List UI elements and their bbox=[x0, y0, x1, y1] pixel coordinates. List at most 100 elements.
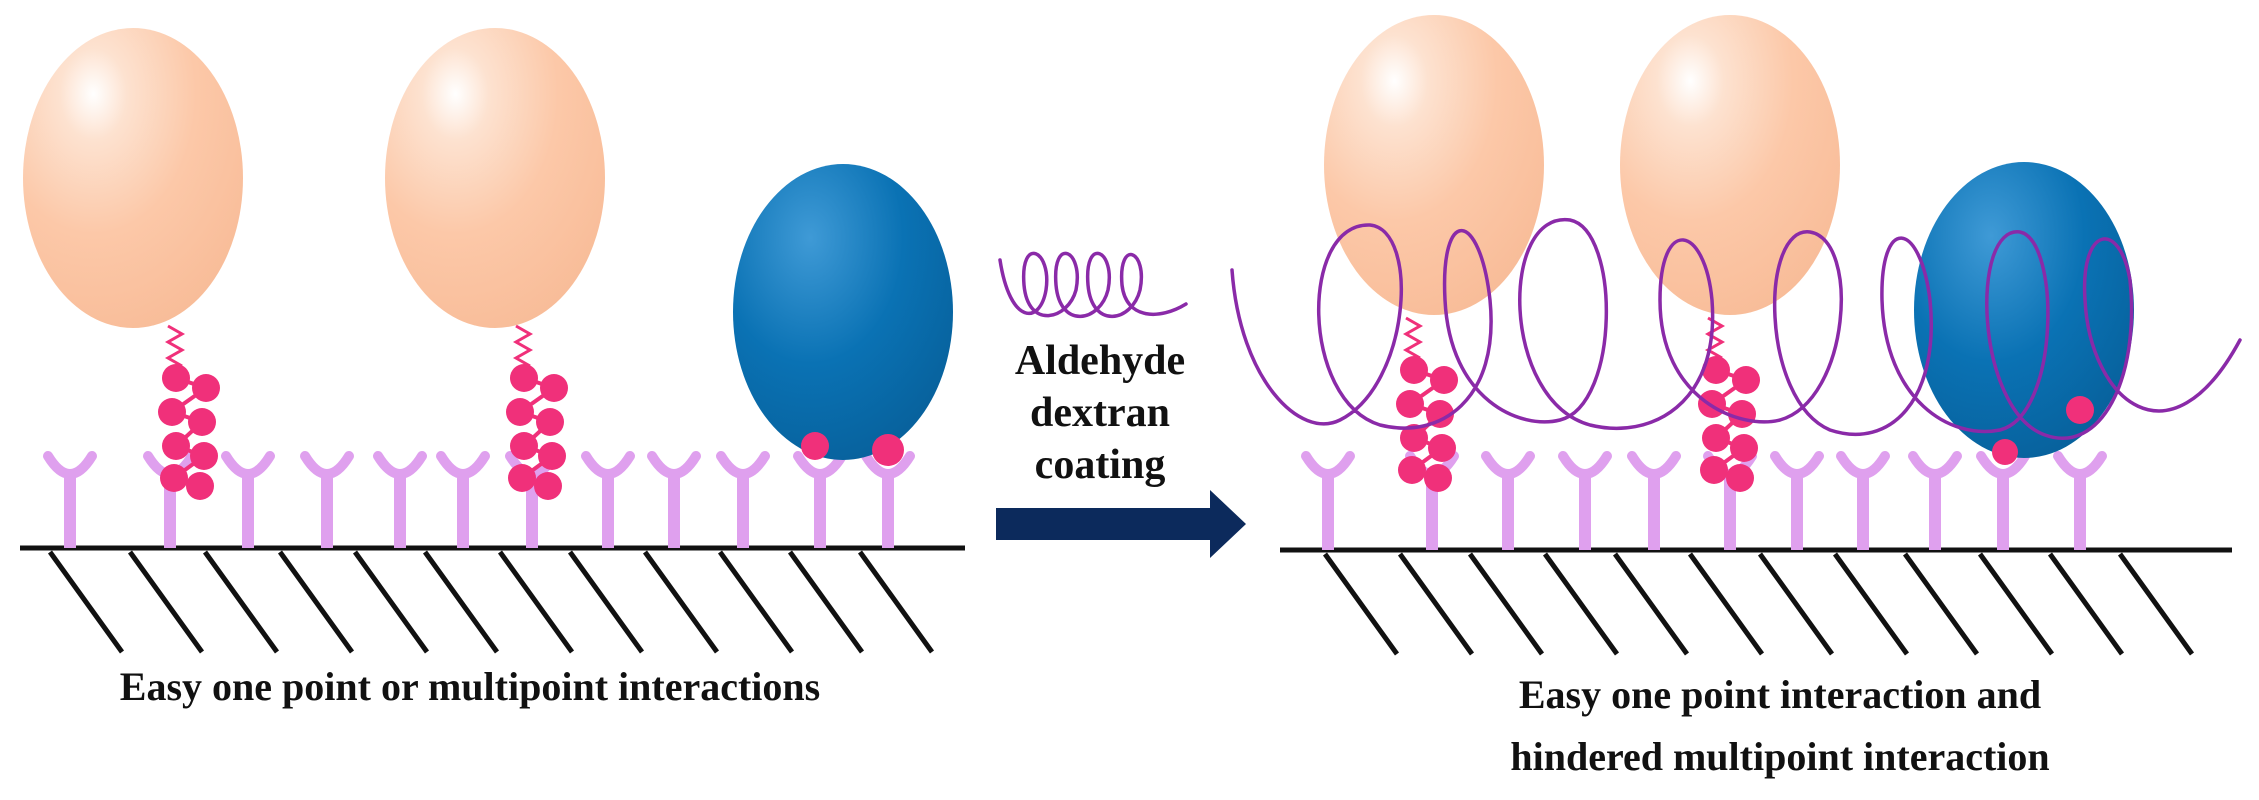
ligand-bead bbox=[1732, 366, 1760, 394]
receptor-y-shape-icon bbox=[1836, 451, 1890, 550]
receptor-y-shape-icon bbox=[647, 451, 701, 548]
surface-hatch-1 bbox=[1322, 552, 1400, 656]
surface-hatch-12 bbox=[857, 550, 935, 654]
surface-hatch-2 bbox=[1397, 552, 1475, 656]
protein-2-right bbox=[1620, 15, 1840, 315]
right-surface bbox=[1280, 547, 2232, 656]
surface-hatch-2 bbox=[127, 550, 205, 654]
dextran-coating-coils bbox=[1230, 218, 2242, 440]
center-label-line-3: coating bbox=[1034, 442, 1166, 488]
left-surface bbox=[20, 545, 965, 654]
ligand-bead bbox=[162, 432, 190, 460]
ligand-bead bbox=[1700, 456, 1728, 484]
surface-hatch-4 bbox=[277, 550, 355, 654]
ligand-bead bbox=[534, 472, 562, 500]
protein-blue-left bbox=[733, 164, 953, 460]
arrow-right-icon bbox=[996, 490, 1246, 558]
blue-contact-bead-4 bbox=[2066, 396, 2094, 424]
center-label-line-2: dextran bbox=[1030, 390, 1170, 436]
surface-hatch-10 bbox=[717, 550, 795, 654]
surface-hatch-11 bbox=[2047, 552, 2125, 656]
blue-contact-bead-1 bbox=[801, 432, 829, 460]
ligand-bead bbox=[192, 374, 220, 402]
surface-hatch-12 bbox=[2117, 552, 2195, 656]
ligand-bead bbox=[510, 432, 538, 460]
receptor-y-shape-icon bbox=[581, 451, 635, 548]
ligand-bead bbox=[160, 464, 188, 492]
receptor-y-shape-icon bbox=[1770, 451, 1824, 550]
ligand-bead bbox=[1702, 356, 1730, 384]
left-receptors bbox=[43, 451, 915, 548]
receptor-y-shape-icon bbox=[716, 451, 770, 548]
receptor-y-shape-icon bbox=[436, 451, 490, 548]
surface-hatch-6 bbox=[422, 550, 500, 654]
caption-right-line-1: Easy one point interaction and bbox=[1518, 672, 2042, 717]
receptor-y-shape-icon bbox=[1558, 451, 1612, 550]
receptor-y-shape-icon bbox=[1481, 451, 1535, 550]
protein-1-right bbox=[1324, 15, 1544, 315]
ligand-bead bbox=[1702, 424, 1730, 452]
surface-hatch-8 bbox=[567, 550, 645, 654]
receptor-y-shape-icon bbox=[1976, 451, 2030, 550]
surface-hatch-7 bbox=[497, 550, 575, 654]
surface-hatch-9 bbox=[642, 550, 720, 654]
ligand-bead bbox=[1430, 366, 1458, 394]
ligand-bead bbox=[1396, 390, 1424, 418]
receptor-y-shape-icon bbox=[1627, 451, 1681, 550]
ligand-bead bbox=[158, 398, 186, 426]
surface-hatch-3 bbox=[202, 550, 280, 654]
ligand-bead bbox=[538, 442, 566, 470]
receptor-y-shape-icon bbox=[300, 451, 354, 548]
ligand-bead bbox=[1730, 434, 1758, 462]
chain-link bbox=[1402, 316, 1424, 360]
caption-right-line-2: hindered multipoint interaction bbox=[1510, 734, 2050, 779]
ligand-bead bbox=[1428, 434, 1456, 462]
caption-right: Easy one point interaction and hindered … bbox=[1310, 664, 2250, 788]
receptor-y-shape-icon bbox=[861, 451, 915, 548]
ligand-bead bbox=[536, 408, 564, 436]
ligand-bead bbox=[1728, 400, 1756, 428]
surface-hatch-10 bbox=[1977, 552, 2055, 656]
surface-hatch-5 bbox=[352, 550, 430, 654]
caption-left: Easy one point or multipoint interaction… bbox=[119, 664, 821, 709]
receptor-y-shape-icon bbox=[1908, 451, 1962, 550]
center-transition bbox=[996, 251, 1246, 558]
chain-link bbox=[512, 324, 534, 368]
protein-1-left bbox=[23, 28, 243, 328]
ligand-bead bbox=[1698, 390, 1726, 418]
dextran-coil-icon bbox=[998, 251, 1188, 318]
ligand-bead bbox=[1426, 400, 1454, 428]
blue-contact-bead-3 bbox=[1992, 439, 2018, 465]
ligand-chain-left-1 bbox=[158, 324, 220, 500]
receptor-y-shape-icon bbox=[1301, 451, 1355, 550]
surface-hatch-8 bbox=[1832, 552, 1910, 656]
receptor-y-shape-icon bbox=[221, 451, 275, 548]
ligand-chain-left-2 bbox=[506, 324, 568, 500]
surface-hatch-9 bbox=[1902, 552, 1980, 656]
ligand-bead bbox=[186, 472, 214, 500]
receptor-y-shape-icon bbox=[373, 451, 427, 548]
surface-hatch-3 bbox=[1467, 552, 1545, 656]
ligand-bead bbox=[1424, 464, 1452, 492]
ligand-bead bbox=[1400, 356, 1428, 384]
chain-link bbox=[164, 324, 186, 368]
surface-hatch-11 bbox=[787, 550, 865, 654]
center-label: Aldehyde dextran coating bbox=[985, 335, 1215, 491]
surface-hatch-7 bbox=[1757, 552, 1835, 656]
right-panel bbox=[1230, 15, 2242, 656]
surface-hatch-4 bbox=[1542, 552, 1620, 656]
ligand-bead bbox=[510, 364, 538, 392]
protein-blue-right bbox=[1914, 162, 2134, 458]
receptor-y-shape-icon bbox=[793, 451, 847, 548]
ligand-bead bbox=[540, 374, 568, 402]
ligand-chain-right-1 bbox=[1396, 316, 1458, 492]
ligand-bead bbox=[1400, 424, 1428, 452]
receptor-y-shape-icon bbox=[43, 451, 97, 548]
surface-hatch-6 bbox=[1687, 552, 1765, 656]
surface-hatch-1 bbox=[47, 550, 125, 654]
center-label-line-1: Aldehyde bbox=[1014, 338, 1186, 384]
ligand-bead bbox=[1398, 456, 1426, 484]
ligand-chain-right-2 bbox=[1698, 316, 1760, 492]
ligand-bead bbox=[190, 442, 218, 470]
